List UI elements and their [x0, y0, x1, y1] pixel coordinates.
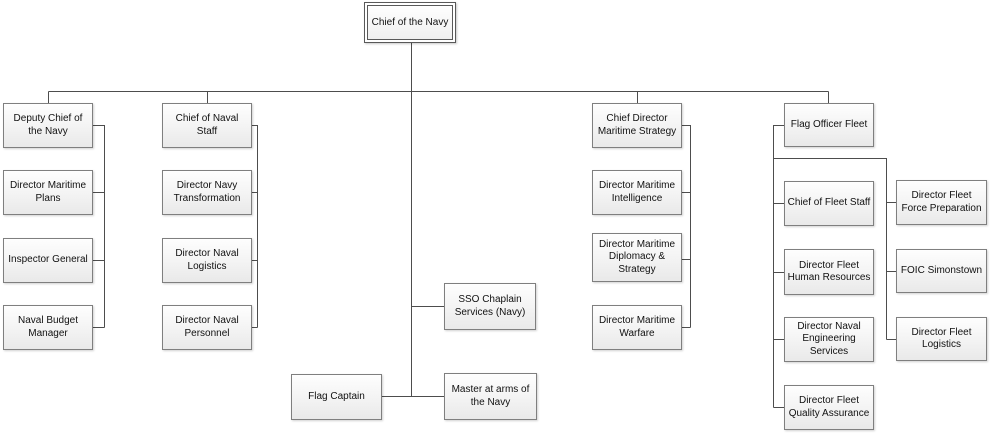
org-node-sso-chaplain-services[interactable]: SSO Chaplain Services (Navy) — [444, 283, 536, 330]
org-node-master-at-arms-of-the-navy[interactable]: Master at arms of the Navy — [444, 373, 537, 420]
org-node-director-maritime-diplomacy-strategy[interactable]: Director Maritime Diplomacy & Strategy — [592, 233, 682, 282]
org-node-director-fleet-human-resources[interactable]: Director Fleet Human Resources — [784, 249, 874, 295]
org-node-director-fleet-force-preparation[interactable]: Director Fleet Force Preparation — [896, 180, 987, 225]
org-node-chief-of-naval-staff[interactable]: Chief of Naval Staff — [162, 103, 252, 148]
org-node-director-naval-personnel[interactable]: Director Naval Personnel — [162, 305, 252, 350]
org-node-director-fleet-quality-assurance[interactable]: Director Fleet Quality Assurance — [784, 385, 874, 430]
org-node-director-fleet-logistics[interactable]: Director Fleet Logistics — [896, 317, 987, 361]
org-node-chief-of-the-navy[interactable]: Chief of the Navy — [364, 2, 456, 43]
org-node-flag-captain[interactable]: Flag Captain — [291, 374, 382, 420]
org-node-label: Chief of the Navy — [367, 5, 453, 40]
org-node-director-navy-transformation[interactable]: Director Navy Transformation — [162, 170, 252, 215]
org-node-foic-simonstown[interactable]: FOIC Simonstown — [896, 249, 987, 293]
org-node-director-maritime-plans[interactable]: Director Maritime Plans — [3, 170, 93, 215]
org-node-director-naval-engineering-services[interactable]: Director Naval Engineering Services — [784, 317, 874, 362]
org-node-director-maritime-warfare[interactable]: Director Maritime Warfare — [592, 305, 682, 350]
org-node-director-maritime-intelligence[interactable]: Director Maritime Intelligence — [592, 170, 682, 215]
org-node-naval-budget-manager[interactable]: Naval Budget Manager — [3, 305, 93, 350]
org-node-director-naval-logistics[interactable]: Director Naval Logistics — [162, 238, 252, 283]
org-node-chief-of-fleet-staff[interactable]: Chief of Fleet Staff — [784, 181, 874, 226]
org-node-flag-officer-fleet[interactable]: Flag Officer Fleet — [784, 103, 874, 147]
org-node-inspector-general[interactable]: Inspector General — [3, 238, 93, 283]
org-node-chief-director-maritime-strategy[interactable]: Chief Director Maritime Strategy — [592, 103, 682, 148]
org-node-deputy-chief-of-the-navy[interactable]: Deputy Chief of the Navy — [3, 103, 93, 148]
